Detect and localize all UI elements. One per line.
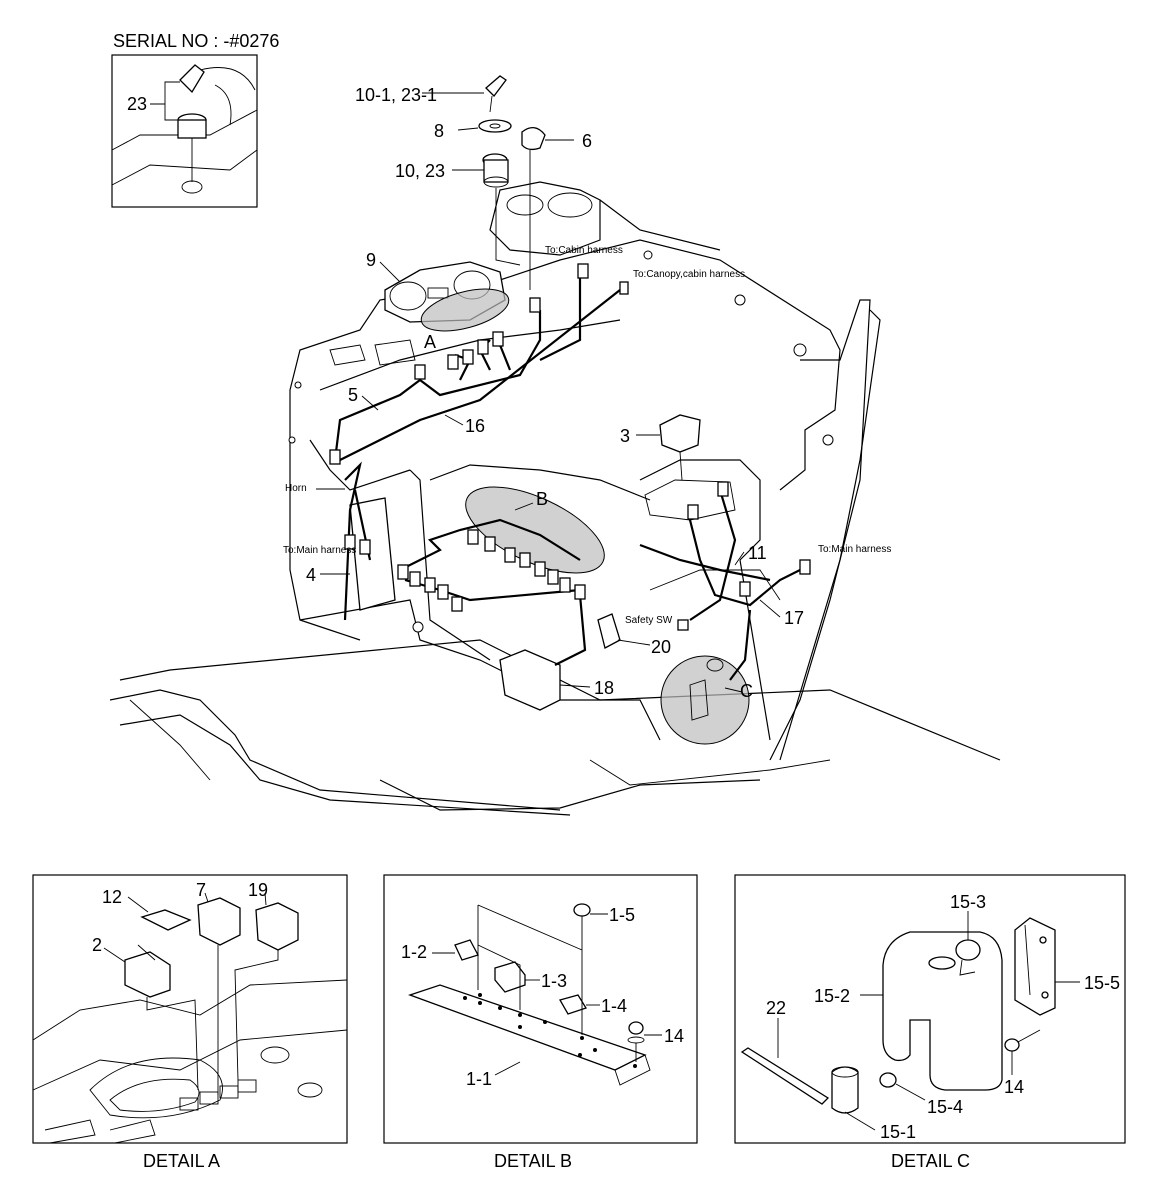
relay-1-4-icon bbox=[559, 994, 587, 1015]
bracket-15-5-icon bbox=[1014, 917, 1056, 1016]
detail-c-label-15-1: 15-1 bbox=[880, 1122, 916, 1142]
detail-c-caption: DETAIL C bbox=[891, 1151, 970, 1171]
bracket-4-icon bbox=[349, 497, 396, 611]
serial-number-label: SERIAL NO : -#0276 bbox=[113, 31, 279, 51]
callout-16: 16 bbox=[465, 416, 485, 436]
safety-switch-icon bbox=[597, 613, 621, 649]
hose-22-icon bbox=[740, 1047, 830, 1105]
detail-c-panel: 15-3 15-2 15-5 22 14 15-4 15-1 DETAIL C bbox=[734, 874, 1126, 1171]
switch-19-icon bbox=[255, 902, 299, 951]
bolt-1-5-icon bbox=[573, 903, 591, 917]
key-icon bbox=[485, 75, 507, 97]
callout-9: 9 bbox=[366, 250, 376, 270]
relay-1-2-icon bbox=[454, 939, 479, 961]
relay-1-3-icon bbox=[494, 961, 526, 993]
callout-6: 6 bbox=[582, 131, 592, 151]
detail-a-panel: 12 7 19 2 DETAIL A bbox=[32, 874, 348, 1171]
detail-c-label-15-2: 15-2 bbox=[814, 986, 850, 1006]
callout-5: 5 bbox=[348, 385, 358, 405]
detail-b-label-1-4: 1-4 bbox=[601, 996, 627, 1016]
detail-c-label-15-3: 15-3 bbox=[950, 892, 986, 912]
detail-a-label-19: 19 bbox=[248, 880, 268, 900]
callout-23: 23 bbox=[127, 94, 147, 114]
callout-11: 11 bbox=[748, 543, 767, 563]
note-canopy-cabin-harness: To:Canopy,cabin harness bbox=[633, 269, 745, 280]
callout-b: B bbox=[536, 489, 548, 509]
plate-12-icon bbox=[140, 909, 192, 931]
note-main-harness-left: To:Main harness bbox=[283, 545, 356, 556]
detail-a-area bbox=[420, 288, 510, 332]
detail-a-label-7: 7 bbox=[196, 880, 206, 900]
callout-18: 18 bbox=[594, 678, 614, 698]
grommet-15-4-icon bbox=[879, 1072, 897, 1088]
note-cabin-harness: To:Cabin harness bbox=[545, 245, 623, 256]
callout-17: 17 bbox=[784, 608, 804, 628]
detail-b-caption: DETAIL B bbox=[494, 1151, 572, 1171]
bolt-14-c-icon bbox=[1004, 1038, 1020, 1052]
controller-18-icon bbox=[499, 649, 561, 711]
callout-10-1-23-1: 10-1, 23-1 bbox=[355, 85, 437, 105]
ring-8-icon bbox=[478, 119, 512, 133]
switch-3-icon bbox=[659, 414, 701, 453]
detail-b-label-1-2: 1-2 bbox=[401, 942, 427, 962]
note-horn: Horn bbox=[285, 483, 307, 494]
ignition-key-icon bbox=[179, 64, 205, 94]
detail-a-label-12: 12 bbox=[102, 887, 122, 907]
detail-c-label-22: 22 bbox=[766, 998, 786, 1018]
callout-a: A bbox=[424, 332, 436, 352]
detail-a-caption: DETAIL A bbox=[143, 1151, 220, 1171]
cap-6-icon bbox=[521, 127, 546, 151]
detail-c-label-15-4: 15-4 bbox=[927, 1097, 963, 1117]
callout-3: 3 bbox=[620, 426, 630, 446]
note-safety-switch: Safety SW bbox=[625, 615, 673, 626]
detail-b-label-1-3: 1-3 bbox=[541, 971, 567, 991]
detail-c-label-15-5: 15-5 bbox=[1084, 973, 1120, 993]
serial-inset: SERIAL NO : -#0276 23 bbox=[111, 31, 279, 208]
washer-tank-icon bbox=[882, 931, 1003, 1091]
detail-b-label-1-1: 1-1 bbox=[466, 1069, 492, 1089]
callout-4: 4 bbox=[306, 565, 316, 585]
pump-15-1-icon bbox=[831, 1066, 859, 1114]
detail-c-label-14: 14 bbox=[1004, 1077, 1024, 1097]
detail-b-label-1-5: 1-5 bbox=[609, 905, 635, 925]
switch-7-icon bbox=[197, 897, 241, 946]
tank-cap-icon bbox=[955, 939, 981, 961]
note-main-harness-right: To:Main harness bbox=[818, 544, 891, 555]
detail-a-label-2: 2 bbox=[92, 935, 102, 955]
callout-c: C bbox=[740, 681, 753, 701]
detail-c-area bbox=[660, 655, 750, 745]
detail-b-label-14: 14 bbox=[664, 1026, 684, 1046]
bolt-14-icon bbox=[628, 1021, 644, 1035]
main-assembly: 10-1, 23-1 8 6 10, 23 9 5 A 16 3 B 4 11 … bbox=[109, 75, 1001, 816]
callout-20: 20 bbox=[651, 637, 671, 657]
callout-8: 8 bbox=[434, 121, 444, 141]
switch-2-icon bbox=[124, 951, 171, 998]
callout-10-23: 10, 23 bbox=[395, 161, 445, 181]
detail-b-panel: 1-5 1-2 1-3 1-4 14 1-1 DETAIL B bbox=[383, 874, 698, 1171]
